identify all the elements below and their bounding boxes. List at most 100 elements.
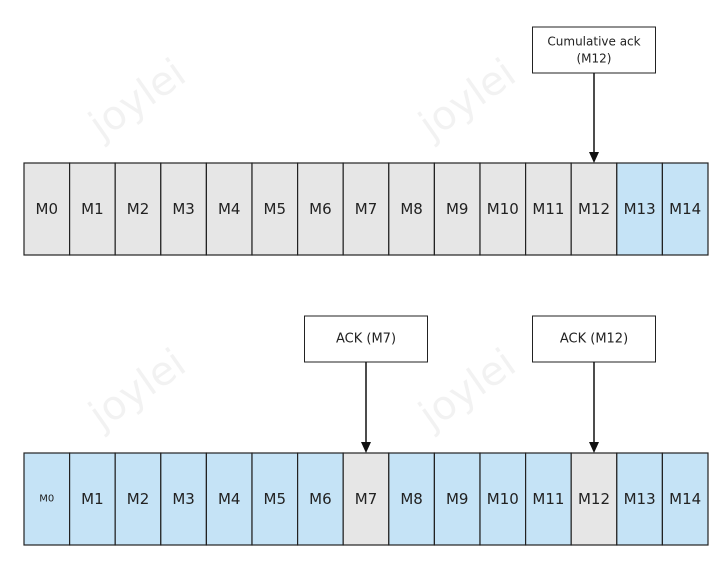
message-cell-m9: M9	[433, 162, 481, 256]
cell-box	[616, 162, 663, 256]
message-cell-m14: M14	[661, 452, 709, 546]
cell-box	[661, 452, 709, 546]
cell-box	[433, 452, 481, 546]
cell-label: M7	[355, 200, 378, 218]
message-cell-m9: M9	[433, 452, 481, 546]
cell-label: M6	[309, 200, 332, 218]
message-cell-m1: M1	[68, 162, 116, 256]
watermark-text: joylei	[80, 50, 194, 149]
cell-label: M1	[81, 200, 104, 218]
cell-label: M3	[172, 200, 195, 218]
cell-label: M8	[400, 490, 423, 508]
message-cell-m0: M0	[23, 452, 71, 546]
cell-label: M6	[309, 490, 332, 508]
callout-m7: ACK (M7)	[304, 315, 428, 453]
bottom-callout-group: ACK (M7) ACK (M12)	[304, 315, 656, 453]
top-message-row: M0 M1 M2 M3 M4 M5 M6 M7 M8 M9 M10 M11 M12 M13 M14	[23, 162, 709, 256]
cell-label: M12	[578, 200, 610, 218]
cell-label: M11	[532, 490, 564, 508]
cell-box	[433, 162, 481, 256]
cell-label: M8	[400, 200, 423, 218]
cell-label: M2	[127, 200, 150, 218]
cell-label: M14	[669, 200, 701, 218]
cell-box	[388, 452, 435, 546]
cell-label: M4	[218, 490, 241, 508]
cell-box	[297, 162, 344, 256]
cell-label: M13	[624, 490, 656, 508]
cell-box	[114, 452, 162, 546]
cell-label: M5	[264, 490, 287, 508]
cell-box	[524, 162, 572, 256]
cell-label: M7	[355, 490, 378, 508]
cell-box	[570, 162, 618, 256]
message-cell-m12: M12	[570, 452, 618, 546]
cell-label: M5	[264, 200, 287, 218]
message-cell-m14: M14	[661, 162, 709, 256]
cell-box	[251, 452, 299, 546]
message-cell-m11: M11	[524, 162, 572, 256]
cell-box	[342, 452, 390, 546]
arrow-head-icon	[589, 442, 599, 453]
message-cell-m5: M5	[251, 162, 299, 256]
arrow-head-icon	[361, 442, 371, 453]
message-cell-m4: M4	[205, 162, 253, 256]
callout-text-line: ACK (M7)	[336, 332, 396, 347]
cell-box	[68, 162, 116, 256]
cell-box	[205, 162, 253, 256]
callout-text-line: Cumulative ack	[547, 35, 640, 49]
callout-box	[532, 315, 656, 363]
cell-box	[68, 452, 116, 546]
cell-box	[388, 162, 435, 256]
cell-label: M14	[669, 490, 701, 508]
message-cell-m5: M5	[251, 452, 299, 546]
cell-box	[524, 452, 572, 546]
cell-label: M9	[446, 200, 469, 218]
message-cell-m1: M1	[68, 452, 116, 546]
message-cell-m12: M12	[570, 162, 618, 256]
cell-box	[251, 162, 299, 256]
message-cell-m10: M10	[479, 452, 527, 546]
message-cell-m3: M3	[160, 162, 208, 256]
cell-box	[160, 452, 208, 546]
callout-m12: Cumulative ack (M12)	[532, 26, 656, 163]
message-cell-m13: M13	[616, 162, 663, 256]
message-cell-m13: M13	[616, 452, 663, 546]
callout-text-line: (M12)	[577, 52, 612, 66]
top-callout-group: Cumulative ack (M12)	[532, 26, 656, 163]
cell-box	[661, 162, 709, 256]
cell-box	[114, 162, 162, 256]
message-cell-m6: M6	[297, 162, 344, 256]
message-cell-m0: M0	[23, 162, 71, 256]
cell-box	[23, 162, 71, 256]
cell-label: M10	[487, 200, 519, 218]
message-cell-m4: M4	[205, 452, 253, 546]
watermark-text: joylei	[80, 340, 194, 439]
callout-text-line: ACK (M12)	[560, 332, 628, 347]
message-cell-m11: M11	[524, 452, 572, 546]
cell-label: M0	[39, 494, 54, 505]
message-cell-m7: M7	[342, 452, 390, 546]
cell-label: M11	[532, 200, 564, 218]
cell-label: M4	[218, 200, 241, 218]
message-cell-m10: M10	[479, 162, 527, 256]
message-cell-m6: M6	[297, 452, 344, 546]
callout-box	[532, 26, 656, 74]
cell-label: M2	[127, 490, 150, 508]
cell-box	[160, 162, 208, 256]
watermark-text: joylei	[410, 50, 524, 149]
cell-label: M0	[36, 200, 59, 218]
message-cell-m7: M7	[342, 162, 390, 256]
callout-m12: ACK (M12)	[532, 315, 656, 453]
cell-label: M13	[624, 200, 656, 218]
arrow-head-icon	[589, 152, 599, 163]
cell-box	[23, 452, 71, 546]
message-cell-m2: M2	[114, 452, 162, 546]
cell-label: M1	[81, 490, 104, 508]
cell-box	[479, 162, 527, 256]
message-cell-m8: M8	[388, 452, 435, 546]
cell-label: M12	[578, 490, 610, 508]
message-cell-m2: M2	[114, 162, 162, 256]
cell-label: M9	[446, 490, 469, 508]
